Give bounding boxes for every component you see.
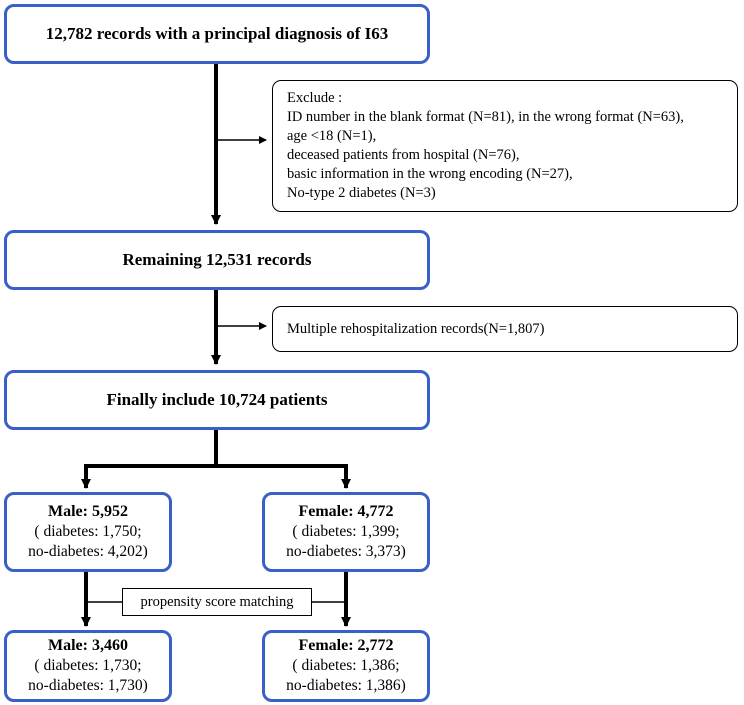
female-after-diabetes: ( diabetes: 1,386; (292, 657, 400, 674)
male-after-diabetes: ( diabetes: 1,730; (34, 657, 142, 674)
female-after-box: Female: 2,772 ( diabetes: 1,386; no-diab… (262, 630, 430, 702)
male-after-box: Male: 3,460 ( diabetes: 1,730; no-diabet… (4, 630, 172, 702)
male-before-diabetes: ( diabetes: 1,750; (34, 523, 142, 540)
rehospitalization-box: Multiple rehospitalization records(N=1,8… (272, 306, 738, 352)
exclusion-box: Exclude : ID number in the blank format … (272, 80, 738, 212)
exclusion-item: basic information in the wrong encoding … (287, 166, 573, 182)
exclusion-item: deceased patients from hospital (N=76), (287, 147, 520, 163)
final-include-label: Finally include 10,724 patients (106, 390, 328, 409)
propensity-score-matching-box: propensity score matching (122, 588, 312, 616)
exclusion-heading: Exclude : (287, 90, 343, 106)
male-before-no-diabetes: no-diabetes: 4,202) (28, 543, 148, 560)
male-after-title: Male: 3,460 (48, 637, 128, 654)
female-before-no-diabetes: no-diabetes: 3,373) (286, 543, 406, 560)
final-include-box: Finally include 10,724 patients (4, 370, 430, 430)
rehospitalization-label: Multiple rehospitalization records(N=1,8… (287, 320, 545, 337)
male-before-box: Male: 5,952 ( diabetes: 1,750; no-diabet… (4, 492, 172, 572)
remaining-records-label: Remaining 12,531 records (122, 250, 312, 269)
propensity-score-matching-label: propensity score matching (140, 593, 294, 610)
female-before-box: Female: 4,772 ( diabetes: 1,399; no-diab… (262, 492, 430, 572)
female-after-title: Female: 2,772 (298, 637, 394, 654)
exclusion-item: age <18 (N=1), (287, 128, 377, 144)
initial-records-label: 12,782 records with a principal diagnosi… (45, 24, 389, 43)
female-after-no-diabetes: no-diabetes: 1,386) (286, 677, 406, 694)
initial-records-box: 12,782 records with a principal diagnosi… (4, 4, 430, 64)
female-before-title: Female: 4,772 (298, 503, 394, 520)
female-before-diabetes: ( diabetes: 1,399; (292, 523, 400, 540)
male-before-title: Male: 5,952 (48, 503, 128, 520)
male-after-no-diabetes: no-diabetes: 1,730) (28, 677, 148, 694)
exclusion-item: No-type 2 diabetes (N=3) (287, 185, 436, 201)
exclusion-item: ID number in the blank format (N=81), in… (287, 109, 684, 125)
remaining-records-box: Remaining 12,531 records (4, 230, 430, 290)
